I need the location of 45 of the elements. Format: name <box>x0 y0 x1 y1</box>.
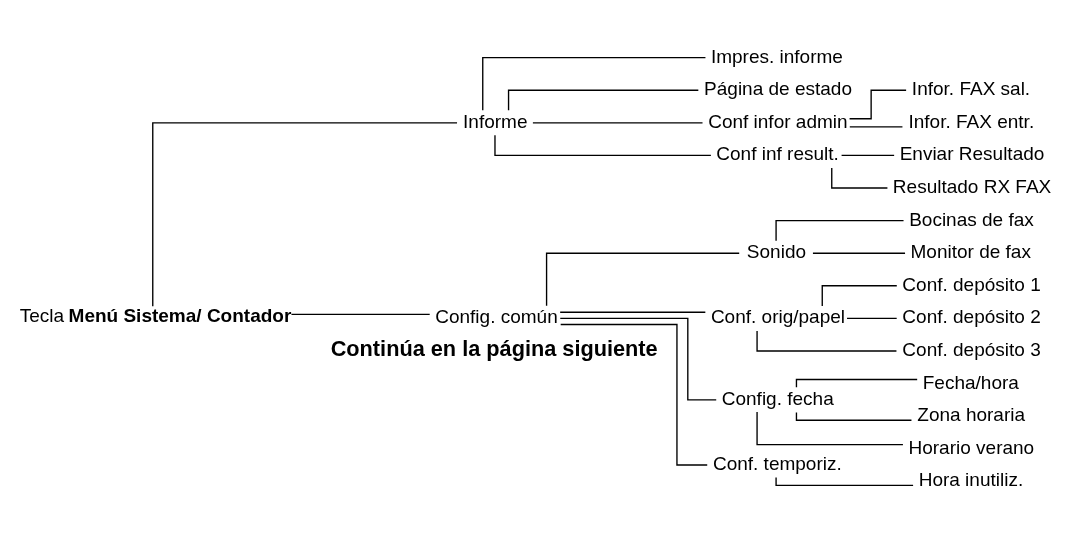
node-text: Conf. orig/papel <box>710 306 846 328</box>
node-text: Resultado RX FAX <box>892 176 1052 198</box>
node-text: Conf. depósito 1 <box>902 273 1041 295</box>
node-text: Tecla Menú Sistema/ Contador <box>19 305 292 327</box>
connector <box>840 154 895 157</box>
node-text: Fecha/hora <box>922 371 1019 393</box>
connector <box>848 89 907 120</box>
node-text: Horario verano <box>908 436 1035 458</box>
node-text: Conf inf result. <box>716 143 839 165</box>
connector <box>482 56 707 111</box>
connector <box>812 252 906 254</box>
node-text: Bocinas de fax <box>909 208 1034 230</box>
node-text: Zona horaria <box>917 404 1026 426</box>
node-text: Infor. FAX entr. <box>908 110 1035 132</box>
node-text: Config. común <box>435 306 558 328</box>
node-text: Conf. temporiz. <box>712 453 842 475</box>
node-text: Impres. informe <box>710 45 843 67</box>
node-text: Conf. depósito 3 <box>902 339 1041 360</box>
label: Continúa en la página siguiente <box>330 336 658 362</box>
connector <box>756 411 904 446</box>
node-text: Informe <box>463 110 528 132</box>
connector <box>560 323 708 466</box>
connector <box>152 122 458 307</box>
connector <box>559 317 717 401</box>
connector <box>532 122 704 124</box>
node-text: Config. fecha <box>721 387 834 409</box>
connector <box>494 134 712 157</box>
connector <box>831 167 889 189</box>
node-text: Infor. FAX sal. <box>911 78 1031 100</box>
connector <box>821 285 898 307</box>
connector <box>545 252 740 307</box>
connector <box>849 126 904 128</box>
node-text: Conf infor admin <box>708 110 848 132</box>
node-text: Página de estado <box>704 78 853 100</box>
node-text: Sonido <box>746 241 807 263</box>
connector <box>846 317 898 320</box>
connector <box>290 313 431 315</box>
connector <box>756 330 898 352</box>
node-text: Hora inutiliz. <box>918 469 1024 491</box>
node-text: Conf. depósito 2 <box>902 306 1041 328</box>
connector <box>559 311 706 313</box>
node-text: Monitor de fax <box>910 241 1031 263</box>
node-text: Enviar Resultado <box>899 143 1045 165</box>
connector <box>775 219 905 242</box>
connector <box>507 89 699 111</box>
